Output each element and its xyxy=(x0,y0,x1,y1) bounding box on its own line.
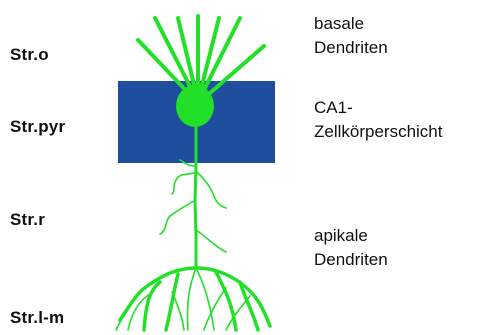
layer-label-radiatum: Str.r xyxy=(10,210,45,230)
annotation-basal-line2: Dendriten xyxy=(314,36,388,60)
annotation-basal-dendrites: basale Dendriten xyxy=(314,12,388,60)
layer-label-pyramidale: Str.pyr xyxy=(10,117,65,137)
annotation-apical-line1: apikale xyxy=(314,224,388,248)
annotation-apical-dendrites: apikale Dendriten xyxy=(314,224,388,272)
annotation-basal-line1: basale xyxy=(314,12,388,36)
layer-label-oriens: Str.o xyxy=(10,45,49,65)
apical-oblique-branches xyxy=(160,160,226,252)
annotation-ca1-line2: Zellkörperschicht xyxy=(314,120,443,144)
apical-trunk xyxy=(195,126,196,268)
neuron xyxy=(116,16,270,330)
layer-label-lacunosum-moleculare: Str.l-m xyxy=(10,308,64,328)
soma xyxy=(176,85,214,127)
annotation-ca1-line1: CA1- xyxy=(314,96,443,120)
annotation-ca1-cell-layer: CA1- Zellkörperschicht xyxy=(314,96,443,144)
annotation-apical-line2: Dendriten xyxy=(314,248,388,272)
